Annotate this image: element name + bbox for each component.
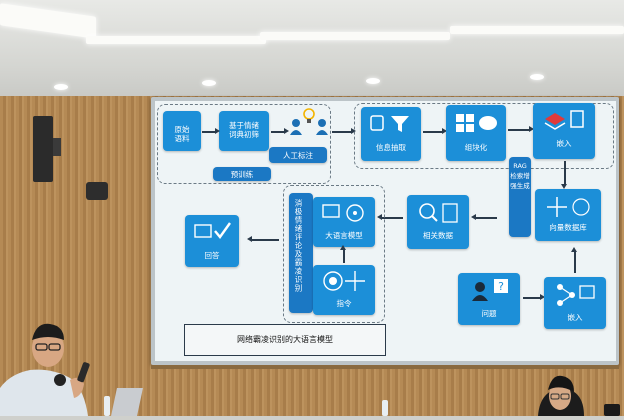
target-icon [321, 269, 367, 297]
checkmark-icon [193, 221, 233, 247]
ceiling-spotlight [202, 80, 216, 86]
slide-title: 网络霸凌识别的大语言模型 [184, 324, 386, 356]
presenter [0, 318, 110, 416]
network-icon [554, 281, 598, 311]
pretrain-node: 预训练 [213, 167, 271, 181]
arrow [271, 128, 289, 134]
llm-group [283, 185, 385, 323]
ceiling-spotlight [366, 78, 380, 84]
instruction-node: 指令 [313, 265, 375, 315]
layers-icon [543, 109, 587, 137]
rag-node: RAG 检索增强生成 [509, 157, 531, 237]
audience-member [530, 372, 590, 416]
search-icon [417, 201, 461, 229]
screen-bottom-edge [151, 365, 619, 369]
phone [604, 404, 620, 416]
arrow [508, 126, 534, 132]
llm-node: 大语言模型 [313, 197, 375, 247]
question-icon: ? [468, 277, 512, 307]
raw-corpus-node: 原始 语料 [163, 111, 201, 151]
arrow [332, 128, 356, 134]
ceiling [0, 0, 624, 96]
water-bottle [104, 396, 110, 416]
arrow [471, 214, 497, 220]
question-node: ? 问题 [458, 273, 520, 325]
grid-icon [454, 112, 498, 138]
slide: 原始 语料 基于情绪 词典初筛 人工标注 预训练 信息抽取 组块化 [155, 101, 616, 361]
ceiling-light-strip-1 [86, 36, 266, 44]
arrow [202, 128, 220, 134]
embed-bottom-node: 嵌入 [544, 277, 606, 329]
chunking-node: 组块化 [446, 105, 506, 161]
arrow [561, 161, 567, 189]
person-icon [289, 107, 329, 141]
arrow [377, 214, 403, 220]
ceiling-light-strip-3 [450, 26, 624, 34]
brain-icon [321, 201, 367, 229]
ceiling-light-strip-2 [260, 32, 450, 40]
arrow [340, 245, 346, 263]
manual-label-node: 人工标注 [269, 147, 327, 163]
ceiling-spotlight [530, 74, 544, 80]
rag-group [354, 103, 614, 169]
answer-node: 回答 [185, 215, 239, 267]
wall-camera [86, 182, 108, 200]
funnel-icon [369, 113, 413, 139]
sentiment-lexicon-node: 基于情绪 词典初筛 [219, 111, 269, 151]
arrow [523, 294, 545, 300]
related-data-node: 相关数据 [407, 195, 469, 249]
speaker-mount [53, 138, 61, 156]
wall-speaker [33, 116, 53, 182]
pretrain-group [157, 104, 331, 184]
arrow [247, 236, 279, 242]
svg-text:?: ? [498, 280, 504, 293]
vector-db-node: 向量数据库 [535, 189, 601, 241]
task-desc-node: 消极情绪评论及霸凌识别 [289, 193, 313, 313]
embed-top-node: 嵌入 [533, 103, 595, 159]
arrow [571, 247, 577, 273]
info-extract-node: 信息抽取 [361, 107, 421, 161]
network-icon [545, 195, 591, 223]
arrow [423, 128, 447, 134]
water-bottle [382, 400, 388, 416]
ceiling-spotlight [54, 84, 68, 90]
